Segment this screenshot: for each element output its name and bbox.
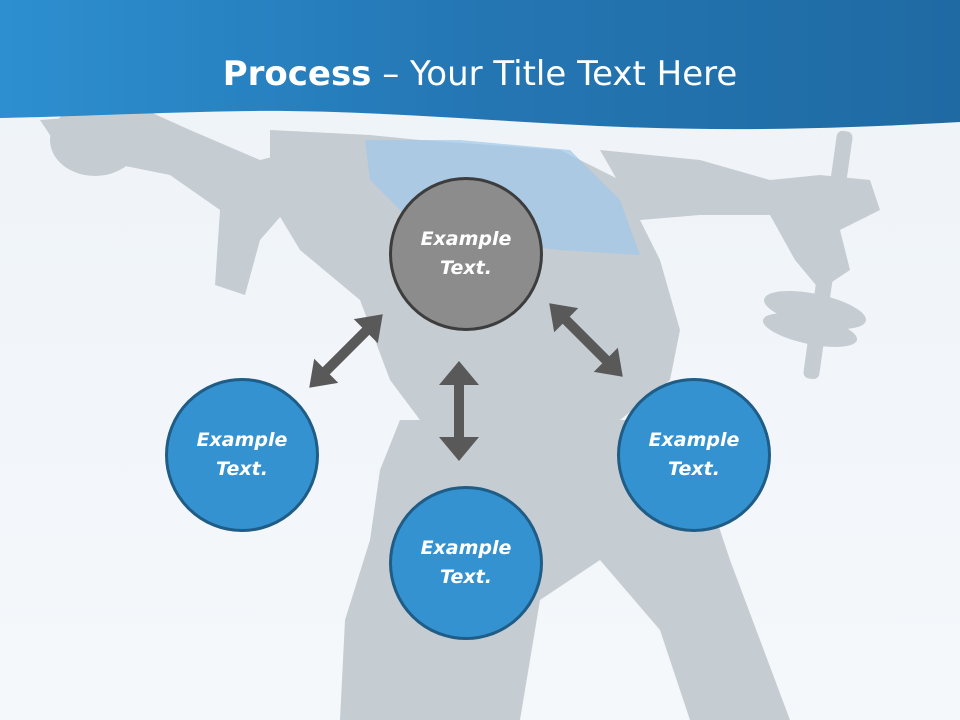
title-bold: Process [222,54,372,94]
node-right-text: Example Text. [648,429,740,480]
node-left-text: Example Text. [196,429,288,480]
arrow-center-bottom [439,361,479,461]
node-center-text: Example Text. [420,228,512,279]
node-bottom-text: Example Text. [420,537,512,588]
node-bottom: Example Text. [389,486,543,640]
title-rest: – Your Title Text Here [371,54,738,94]
node-right: Example Text. [617,378,771,532]
header-band [0,0,960,130]
arrow-center-left [309,314,383,388]
arrow-center-right [549,303,623,377]
page-title: Process – Your Title Text Here [0,52,960,96]
node-center: Example Text. [389,177,543,331]
node-left: Example Text. [165,378,319,532]
